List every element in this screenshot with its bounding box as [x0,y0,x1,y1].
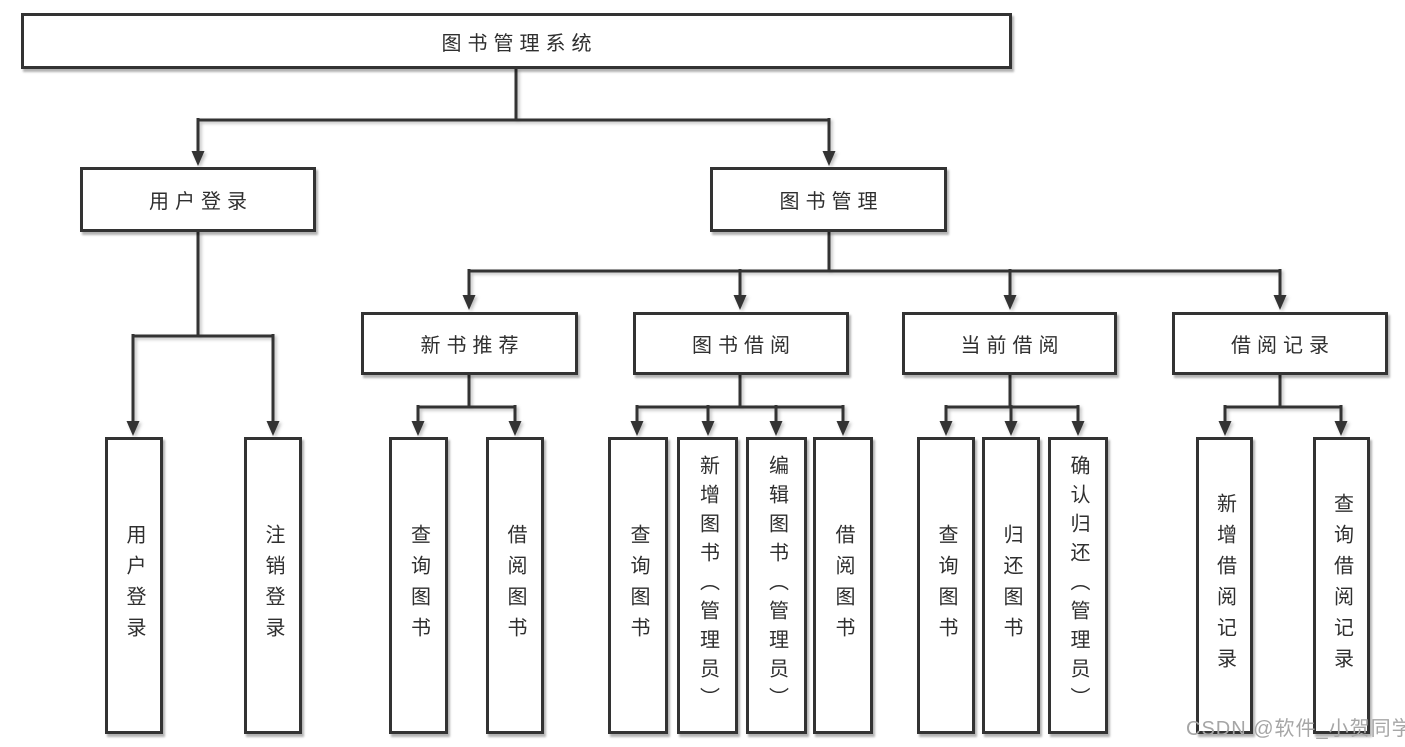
node-current-borrow-label: 当前借阅 [960,335,1065,357]
leaf-query-books-borrow-label: 查询图书 [627,523,649,648]
leaf-query-books-current: 查询图书 [917,437,975,734]
leaf-user-login: 用户登录 [105,437,163,734]
watermark: CSDN @软件_小贺同学 [1186,718,1405,740]
leaf-borrow-books: 借阅图书 [813,437,873,734]
leaf-logout: 注销登录 [244,437,302,734]
node-new-book-recommend-label: 新书推荐 [420,335,525,357]
node-borrow-records: 借阅记录 [1172,312,1388,375]
leaf-add-book-admin-label: 新增图书（管理员） [696,455,719,716]
leaf-logout-label: 注销登录 [262,523,284,648]
leaf-query-borrow-record: 查询借阅记录 [1313,437,1370,734]
node-borrow-records-label: 借阅记录 [1231,335,1335,357]
node-library-system-label: 图书管理系统 [441,32,598,55]
leaf-confirm-return-admin: 确认归还（管理员） [1048,437,1108,734]
node-user-login-label: 用户登录 [149,191,253,213]
leaf-query-books-current-label: 查询图书 [935,523,957,648]
arrowheads [126,151,1348,436]
leaf-add-book-admin: 新增图书（管理员） [677,437,738,734]
node-new-book-recommend: 新书推荐 [361,312,578,375]
leaf-user-login-label: 用户登录 [123,523,145,648]
leaf-edit-book-admin: 编辑图书（管理员） [746,437,807,734]
node-current-borrow: 当前借阅 [902,312,1117,375]
node-book-borrow-label: 图书借阅 [692,335,796,357]
leaf-add-borrow-record-label: 新增借阅记录 [1213,492,1236,679]
leaf-borrow-books-recommend: 借阅图书 [486,437,544,734]
node-book-management: 图书管理 [710,167,947,232]
leaf-confirm-return-admin-label: 确认归还（管理员） [1067,455,1089,716]
leaf-borrow-books-label: 借阅图书 [832,523,854,648]
leaf-return-books-label: 归还图书 [1000,523,1022,648]
node-user-login: 用户登录 [80,167,316,232]
leaf-edit-book-admin-label: 编辑图书（管理员） [765,455,788,716]
leaf-return-books: 归还图书 [982,437,1040,734]
leaf-query-books-borrow: 查询图书 [608,437,668,734]
leaf-query-books-recommend: 查询图书 [389,437,448,734]
leaf-query-borrow-record-label: 查询借阅记录 [1330,492,1353,679]
node-book-management-label: 图书管理 [779,191,884,213]
leaf-borrow-books-recommend-label: 借阅图书 [504,523,526,648]
leaf-query-books-recommend-label: 查询图书 [407,523,430,648]
node-library-system: 图书管理系统 [21,13,1012,69]
node-book-borrow: 图书借阅 [633,312,849,375]
leaf-add-borrow-record: 新增借阅记录 [1196,437,1253,734]
